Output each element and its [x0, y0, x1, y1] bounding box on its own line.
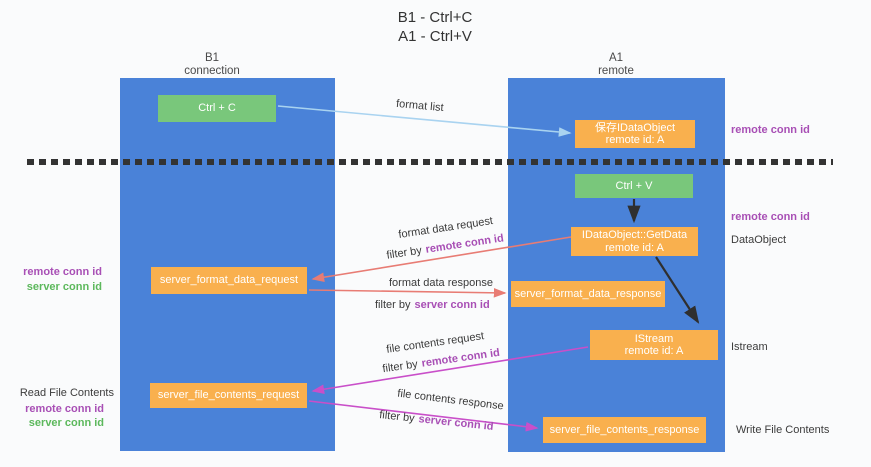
write-file-contents-label: Write File Contents — [736, 424, 830, 436]
getdata-title: IDataObject::GetData — [581, 229, 688, 241]
save-dataobject-box: 保存IDataObject remote id: A — [575, 120, 695, 148]
lane-header-b1: B1 connection — [132, 52, 292, 78]
server-format-data-request-label: server_format_data_request — [159, 274, 299, 287]
ctrl-v-box: Ctrl + V — [575, 174, 693, 198]
lane-b1-role: connection — [184, 65, 240, 77]
istream-title: IStream — [634, 332, 674, 345]
ctrl-c-label: Ctrl + C — [198, 102, 236, 115]
format-data-response-arrow — [308, 288, 507, 298]
remote-conn-id-text: remote conn id — [420, 346, 501, 370]
istream-subtitle: remote id: A — [624, 345, 684, 357]
title-line-1: B1 - Ctrl+C — [397, 9, 473, 26]
lane-a1-role: remote — [598, 65, 634, 77]
format-data-response-label: format data response — [389, 277, 493, 289]
filter-by-text: filter by — [381, 358, 419, 376]
istream-box: IStream remote id: A — [590, 330, 718, 360]
filter-by-text: filter by — [385, 244, 423, 262]
left-server-conn-id-label-2: server conn id — [28, 417, 104, 429]
ctrl-c-box: Ctrl + C — [158, 95, 276, 122]
getdata-subtitle: remote id: A — [605, 241, 664, 254]
title-line-2: A1 - Ctrl+V — [398, 28, 472, 45]
server-file-contents-request-box: server_file_contents_request — [150, 383, 307, 408]
server-file-contents-response-label: server_file_contents_response — [549, 423, 700, 436]
diagram-title: B1 - Ctrl+C A1 - Ctrl+V — [315, 8, 555, 46]
left-server-conn-id-label: server conn id — [26, 281, 102, 293]
server-conn-id-text: server conn id — [414, 299, 490, 311]
left-remote-conn-id-label: remote conn id — [23, 266, 102, 278]
session-divider-dashed-line — [27, 159, 833, 165]
server-format-data-response-label: server_format_data_response — [514, 287, 662, 300]
lane-b1-name: B1 — [204, 52, 220, 64]
server-format-data-response-box: server_format_data_response — [511, 281, 665, 307]
format-list-label: format list — [395, 97, 445, 115]
server-format-data-request-box: server_format_data_request — [151, 267, 307, 294]
getdata-box: IDataObject::GetData remote id: A — [571, 227, 698, 256]
ctrl-v-label: Ctrl + V — [615, 179, 653, 192]
save-dataobject-title: 保存IDataObject — [594, 121, 676, 134]
read-file-contents-label: Read File Contents — [19, 387, 114, 399]
lane-a1-name: A1 — [608, 52, 624, 64]
istream-side-label: Istream — [731, 341, 768, 353]
filter-by-text: filter by — [378, 409, 416, 425]
right-remote-conn-id-mid-label: remote conn id — [731, 211, 810, 223]
save-dataobject-subtitle: remote id: A — [605, 134, 665, 146]
lane-header-a1: A1 remote — [536, 52, 696, 78]
file-contents-response-label: file contents response — [396, 387, 505, 413]
left-remote-conn-id-label-2: remote conn id — [25, 403, 104, 415]
dataobject-label: DataObject — [731, 234, 787, 246]
server-conn-id-text: server conn id — [417, 413, 494, 433]
remote-conn-id-text: remote conn id — [424, 232, 505, 256]
filter-by-text: filter by — [375, 299, 411, 311]
right-remote-conn-id-top-label: remote conn id — [731, 124, 810, 136]
server-file-contents-response-box: server_file_contents_response — [543, 417, 706, 443]
server-file-contents-request-label: server_file_contents_request — [157, 389, 300, 402]
